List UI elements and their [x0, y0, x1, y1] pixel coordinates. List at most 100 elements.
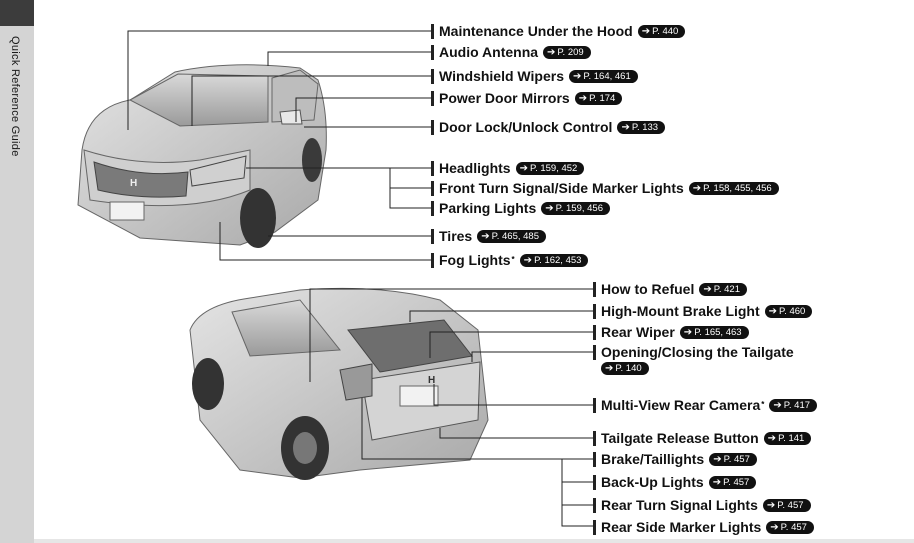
side-tab: Quick Reference Guide — [0, 0, 34, 543]
callout-label: Parking Lights — [439, 200, 537, 216]
callout-bar — [593, 519, 596, 535]
page-reference-text: P. 174 — [589, 92, 616, 104]
callout-door-lock-unlock-control: Door Lock/Unlock Control➔P. 133 — [431, 118, 666, 136]
callout-back-up-lights: Back-Up Lights➔P. 457 — [593, 473, 757, 491]
page-reference-link[interactable]: ➔P. 457 — [709, 452, 757, 466]
page-reference-link[interactable]: ➔P. 174 — [574, 91, 623, 105]
callout-label: Rear Wiper — [601, 324, 675, 340]
callout-bar — [431, 180, 434, 196]
arrow-right-icon: ➔ — [641, 25, 651, 37]
arrow-right-icon: ➔ — [545, 202, 554, 214]
footnote-mark: * — [511, 254, 515, 264]
page-reference-link[interactable]: ➔P. 158, 455, 456 — [688, 181, 779, 195]
page-reference-text: P. 421 — [713, 283, 740, 295]
page-reference-link[interactable]: ➔P. 165, 463 — [679, 325, 749, 339]
arrow-right-icon: ➔ — [703, 283, 712, 295]
page-reference-text: P. 457 — [723, 476, 750, 488]
callout-bar — [431, 228, 434, 244]
page-reference-link[interactable]: ➔P. 164, 461 — [568, 69, 638, 83]
page-reference-link[interactable]: ➔P. 457 — [762, 498, 811, 512]
page-reference-link[interactable]: ➔P. 457 — [708, 475, 757, 489]
callout-label: Opening/Closing the Tailgate — [601, 344, 794, 360]
callout-bar — [431, 252, 434, 268]
callout-audio-antenna: Audio Antenna➔P. 209 — [431, 43, 591, 61]
callout-windshield-wipers: Windshield Wipers ➔P. 164, 461 — [431, 67, 638, 85]
callout-label: Front Turn Signal/Side Marker Lights — [439, 180, 684, 196]
callout-label: Maintenance Under the Hood — [439, 23, 633, 39]
arrow-right-icon: ➔ — [713, 453, 722, 465]
callout-how-to-refuel: How to Refuel➔P. 421 — [593, 280, 747, 298]
arrow-right-icon: ➔ — [621, 121, 630, 133]
callout-bar — [431, 90, 434, 106]
callout-parking-lights: Parking Lights ➔P. 159, 456 — [431, 199, 610, 217]
callout-opening-closing-the-tailgate: Opening/Closing the Tailgate ➔P. 140 — [593, 343, 794, 375]
page-reference-link[interactable]: ➔P. 159, 452 — [515, 161, 585, 175]
callout-bar — [593, 451, 596, 467]
callout-label: Power Door Mirrors — [439, 90, 570, 106]
page-title-partial: · · · · · · · — [80, 0, 152, 7]
footnote-mark: * — [761, 399, 765, 409]
page-reference-link[interactable]: ➔P. 465, 485 — [477, 229, 546, 243]
callout-label: Headlights — [439, 160, 511, 176]
callout-bar — [431, 200, 434, 216]
page-reference-text: P. 209 — [557, 46, 584, 58]
callout-bar — [593, 344, 596, 360]
arrow-right-icon: ➔ — [770, 521, 779, 533]
page-reference-link[interactable]: ➔P. 140 — [601, 362, 649, 375]
page-reference-text: P. 159, 456 — [555, 202, 603, 214]
page-reference-link[interactable]: ➔P. 440 — [637, 24, 686, 38]
svg-text:H: H — [428, 375, 435, 386]
callout-front-turn-signal-side-marker-lights: Front Turn Signal/Side Marker Lights ➔P. … — [431, 179, 779, 197]
page-reference-text: P. 162, 453 — [534, 254, 582, 266]
callout-power-door-mirrors: Power Door Mirrors ➔P. 174 — [431, 89, 623, 107]
page-reference-text: P. 417 — [783, 399, 811, 411]
callout-label: Windshield Wipers — [439, 68, 564, 84]
callout-bar — [593, 281, 596, 297]
page-reference-link[interactable]: ➔P. 162, 453 — [519, 253, 589, 267]
page-reference-text: P. 159, 452 — [529, 162, 578, 174]
callout-bar — [431, 68, 434, 84]
page-reference-link[interactable]: ➔P. 159, 456 — [541, 201, 610, 215]
callout-fog-lights: Fog Lights*➔P. 162, 453 — [431, 251, 589, 269]
arrow-right-icon: ➔ — [692, 182, 702, 194]
bottom-rule — [34, 539, 914, 543]
arrow-right-icon: ➔ — [519, 162, 528, 174]
svg-text:H: H — [130, 178, 137, 189]
callout-brake-taillights: Brake/Taillights➔P. 457 — [593, 450, 757, 468]
arrow-right-icon: ➔ — [767, 432, 777, 444]
arrow-right-icon: ➔ — [572, 70, 582, 82]
page-reference-link[interactable]: ➔P. 457 — [766, 520, 814, 534]
callout-bar — [593, 430, 596, 446]
arrow-right-icon: ➔ — [773, 399, 782, 411]
front-leader-lines — [127, 30, 432, 261]
arrow-right-icon: ➔ — [766, 499, 776, 511]
page-reference-text: P. 460 — [779, 305, 806, 317]
page-reference-text: P. 141 — [778, 432, 805, 444]
callout-label: High-Mount Brake Light — [601, 303, 760, 319]
page-reference-text: P. 457 — [723, 453, 750, 465]
page-reference-link[interactable]: ➔P. 417 — [769, 398, 818, 412]
page-reference-text: P. 465, 485 — [491, 230, 539, 242]
callout-bar — [431, 119, 434, 135]
page-reference-link[interactable]: ➔P. 141 — [763, 431, 812, 445]
page-reference-link[interactable]: ➔P. 209 — [543, 45, 591, 59]
arrow-right-icon: ➔ — [683, 326, 693, 338]
page-reference-text: P. 133 — [631, 121, 659, 133]
page-reference-link[interactable]: ➔P. 460 — [764, 304, 813, 318]
callout-tailgate-release-button: Tailgate Release Button➔P. 141 — [593, 429, 812, 447]
side-tab-label: Quick Reference Guide — [9, 36, 21, 157]
arrow-right-icon: ➔ — [481, 230, 490, 242]
page-reference-link[interactable]: ➔P. 133 — [617, 120, 666, 134]
callout-high-mount-brake-light: High-Mount Brake Light ➔P. 460 — [593, 302, 813, 320]
arrow-right-icon: ➔ — [578, 92, 588, 104]
callout-bar — [593, 324, 596, 340]
arrow-right-icon: ➔ — [712, 476, 722, 488]
callout-rear-turn-signal-lights: Rear Turn Signal Lights➔P. 457 — [593, 496, 811, 514]
callout-headlights: Headlights ➔P. 159, 452 — [431, 159, 585, 177]
rear-leader-lines — [309, 288, 594, 527]
callout-bar — [431, 44, 434, 60]
callout-label: Tires — [439, 228, 473, 244]
arrow-right-icon: ➔ — [605, 363, 614, 374]
page-reference-link[interactable]: ➔P. 421 — [699, 282, 747, 296]
callout-label: Rear Side Marker Lights — [601, 519, 762, 535]
